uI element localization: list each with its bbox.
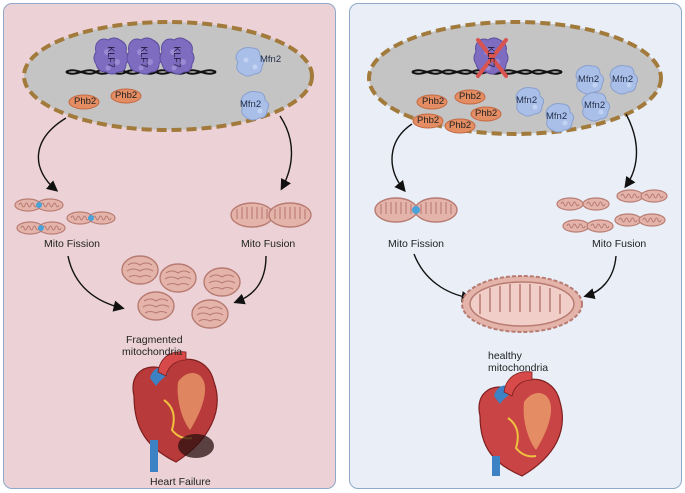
- healthy-heart-icon: [478, 371, 563, 477]
- heart-failure-label: Heart Failure: [150, 476, 211, 488]
- fusion-mitochondria-group: [556, 189, 668, 233]
- phb2-protein-icon: [412, 113, 444, 129]
- fusion-mitochondrion: [230, 202, 312, 228]
- phb2-protein-icon: [416, 94, 448, 110]
- phb2-protein-icon: [444, 118, 476, 134]
- outcome-line1: healthy: [488, 350, 522, 362]
- phb2-label: Phb2: [459, 91, 482, 102]
- knockout-x-icon: [476, 38, 508, 78]
- mfn2-label: Mfn2: [546, 111, 568, 122]
- phb2-label: Phb2: [115, 90, 138, 101]
- phb2-protein-icon: [470, 106, 502, 122]
- phb2-label: Phb2: [422, 96, 445, 107]
- klf7-label: KLF7: [171, 46, 182, 68]
- phb2-protein-icon: [110, 88, 142, 104]
- fusion-label: Mito Fusion: [241, 238, 296, 250]
- mfn2-label: Mfn2: [578, 74, 600, 85]
- klf7-label: KLF7: [138, 46, 149, 68]
- arrow-fusion-to-fragmented: [233, 255, 267, 305]
- arrow-to-fusion: [624, 113, 638, 189]
- phb2-protein-icon: [68, 94, 100, 110]
- mfn2-label: Mfn2: [584, 100, 606, 111]
- fission-mitochondria-group: [14, 198, 116, 235]
- arrow-to-fission: [37, 117, 67, 192]
- phb2-label: Phb2: [74, 96, 97, 107]
- mfn2-label: Mfn2: [240, 99, 262, 110]
- klf7-label: KLF7: [485, 46, 496, 68]
- fusion-label: Mito Fusion: [592, 238, 647, 250]
- failing-heart-icon: [132, 351, 218, 472]
- phb2-label: Phb2: [449, 120, 472, 131]
- arrow-to-fission: [391, 123, 413, 193]
- phb2-label: Phb2: [475, 108, 498, 119]
- arrow-fission-to-fragmented: [67, 255, 125, 312]
- outcome-line2: mitochondria: [122, 346, 183, 358]
- left-nucleus: [22, 20, 314, 132]
- mfn2-label: Mfn2: [516, 95, 538, 106]
- arrow-fusion-to-healthy: [583, 255, 617, 300]
- outcome-line1: Fragmented: [126, 334, 183, 346]
- mfn2-label: Mfn2: [612, 74, 634, 85]
- healthy-mitochondrion: [461, 275, 583, 333]
- phb2-protein-icon: [454, 89, 486, 105]
- fragmented-mitochondria-group: [121, 255, 241, 329]
- fission-label: Mito Fission: [388, 238, 445, 250]
- arrow-fission-to-healthy: [413, 253, 473, 303]
- outcome-line2: mitochondria: [488, 362, 549, 374]
- arrow-to-fusion: [279, 115, 293, 191]
- mfn2-label: Mfn2: [260, 54, 282, 65]
- fission-label: Mito Fission: [44, 238, 101, 250]
- klf7-label: KLF7: [105, 46, 116, 68]
- phb2-label: Phb2: [417, 115, 440, 126]
- fission-mitochondria-group: [374, 197, 458, 223]
